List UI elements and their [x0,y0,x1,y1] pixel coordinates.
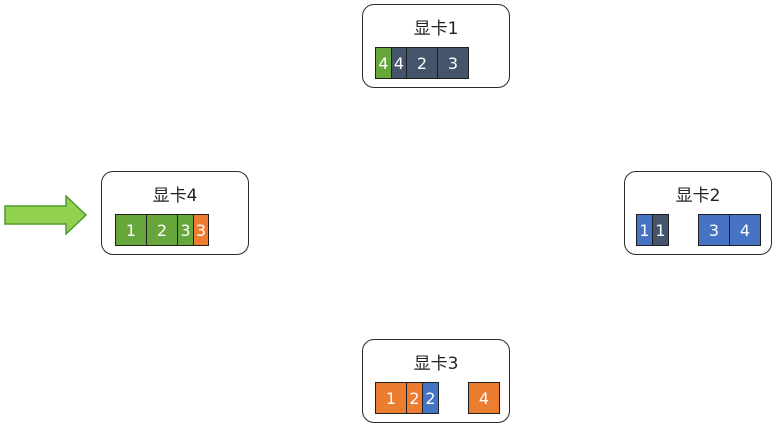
block-cell: 2 [406,382,423,414]
block-cell: 3 [177,214,194,246]
block-cell: 4 [391,47,407,79]
block-cell: 4 [729,214,761,246]
block-cell: 3 [698,214,730,246]
block-cell: 3 [437,47,469,79]
block-cell: 4 [375,47,392,79]
block-cell: 1 [375,382,407,414]
block-cell: 2 [146,214,178,246]
block-cell: 2 [422,382,439,414]
gpu-card-title: 显卡2 [675,186,721,206]
gpu-card-title: 显卡4 [152,186,198,206]
block-cell: 3 [193,214,209,246]
block-cell: 2 [406,47,438,79]
block-cell: 1 [636,214,653,246]
gpu-card-4: 显卡4 1 2 3 3 [101,171,249,255]
gpu-card-1: 显卡1 4 4 2 3 [362,4,510,88]
block-cell: 1 [115,214,147,246]
right-arrow-icon [4,195,88,235]
block-cell: 1 [652,214,669,246]
gpu-card-title: 显卡3 [413,354,459,374]
block-cell: 4 [468,382,500,414]
gpu-card-3: 显卡3 1 2 2 4 [362,339,510,423]
gpu-card-2: 显卡2 1 1 3 4 [624,171,772,255]
gpu-card-title: 显卡1 [413,19,459,39]
